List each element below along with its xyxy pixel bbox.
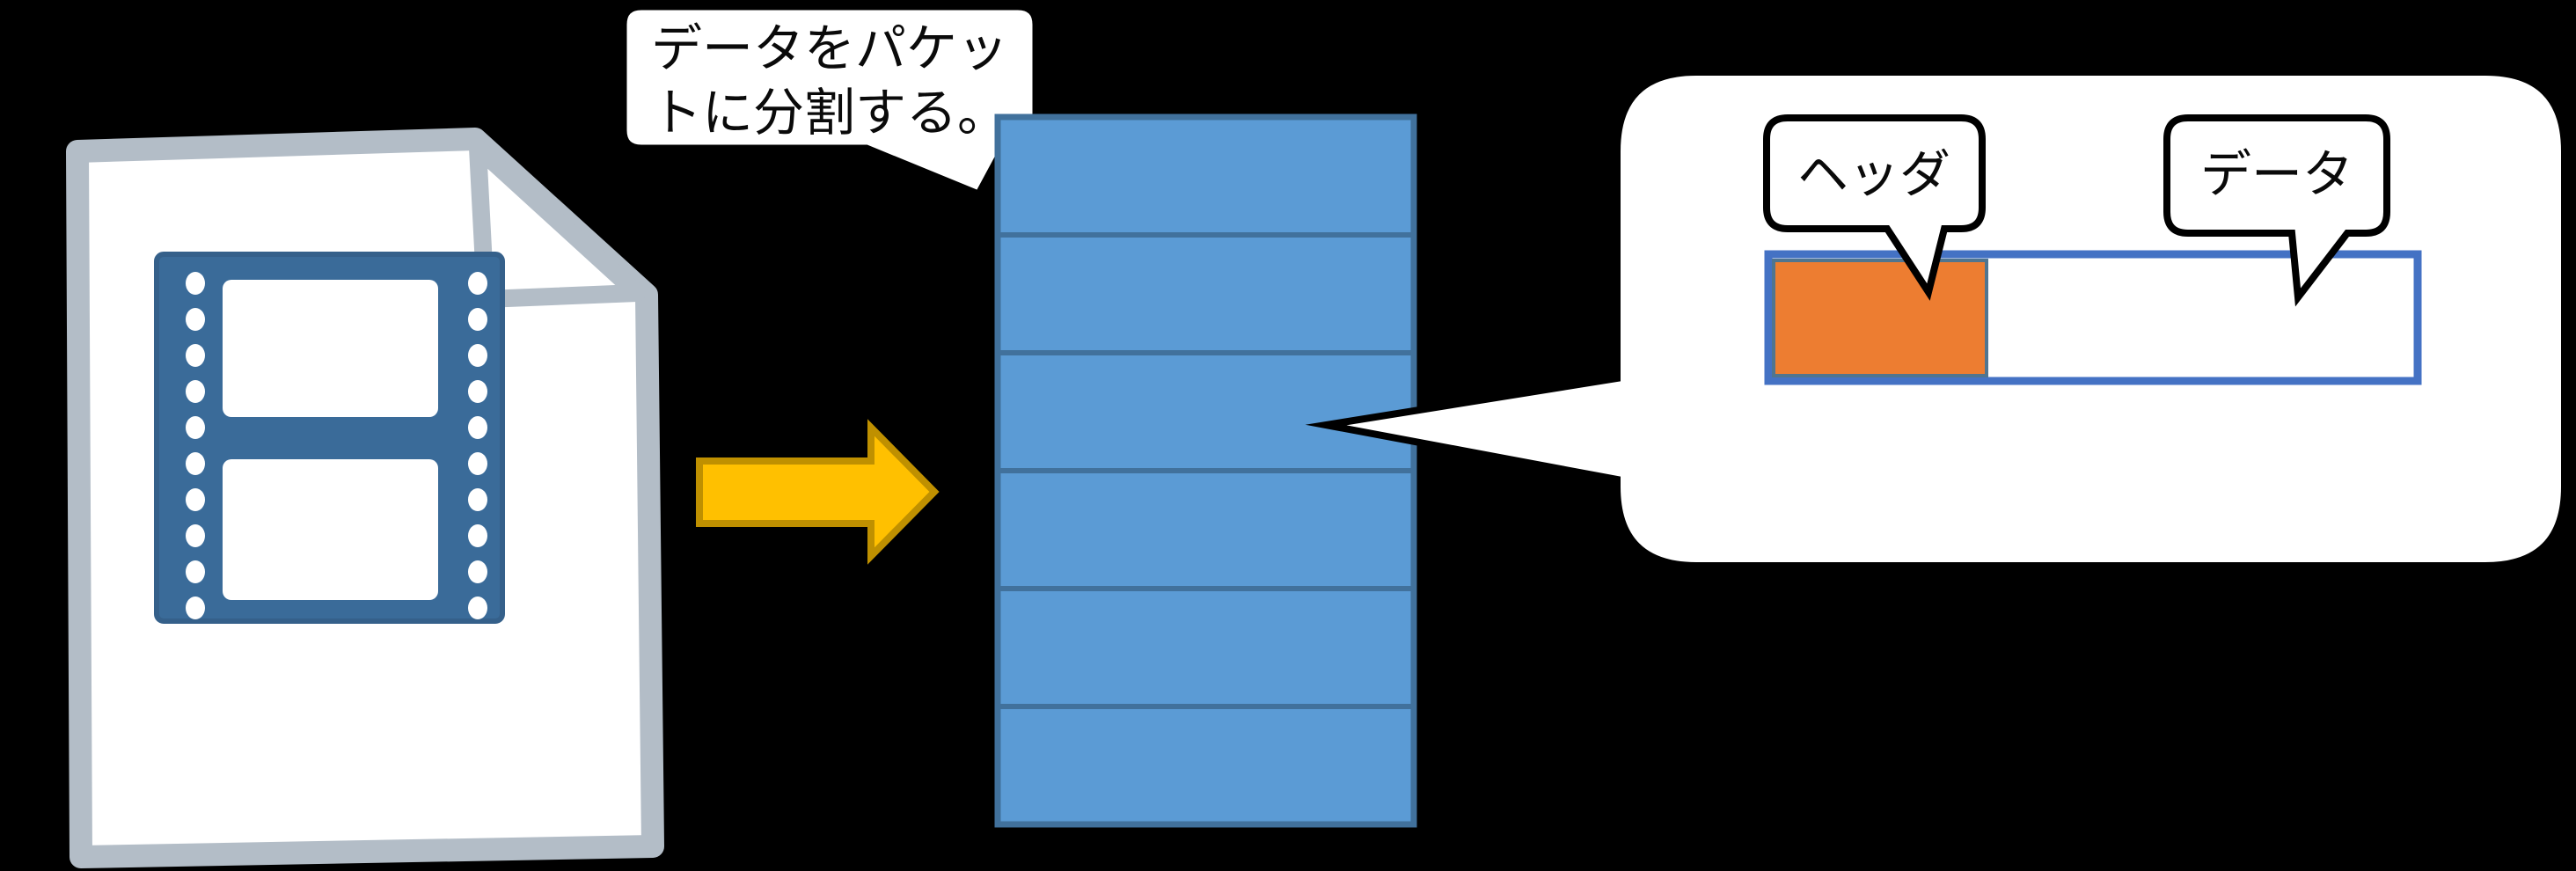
split-note-bubble: データをパケッ トに分割する。: [620, 4, 1039, 198]
file-fold-corner: [469, 139, 646, 308]
data-label-bubble-shape: [2163, 114, 2390, 307]
packet-stack: [994, 113, 1417, 828]
sprocket-hole: [186, 308, 205, 331]
sprocket-hole: [186, 272, 205, 295]
header-label-bubble: ヘッダ: [1763, 114, 1986, 301]
sprocket-hole: [468, 380, 487, 403]
sprocket-hole: [186, 380, 205, 403]
packet-dividers: [998, 232, 1414, 709]
transform-arrow-icon: [696, 419, 940, 565]
split-note-line2: トに分割する。: [651, 84, 1008, 142]
sprocket-hole: [468, 344, 487, 367]
sprocket-hole: [468, 416, 487, 439]
packet-header-section: [1772, 259, 1988, 377]
sprocket-hole: [186, 597, 205, 619]
packet-detail-callout: ヘッダ データ: [1305, 69, 2568, 569]
sprocket-hole: [186, 452, 205, 475]
sprocket-hole: [186, 560, 205, 583]
data-label-bubble: データ: [2163, 114, 2390, 307]
film-sprocket-holes: [186, 272, 487, 619]
film-frame-bottom: [223, 459, 438, 600]
sprocket-hole: [468, 524, 487, 547]
sprocket-hole: [186, 416, 205, 439]
sprocket-hole: [186, 344, 205, 367]
header-label: ヘッダ: [1797, 146, 1950, 203]
split-note-line1: データをパケッ: [651, 20, 1008, 77]
sprocket-hole: [468, 452, 487, 475]
sprocket-hole: [468, 488, 487, 511]
data-label: データ: [2200, 146, 2353, 203]
sprocket-hole: [186, 488, 205, 511]
header-label-bubble-shape: [1763, 114, 1986, 301]
film-frame-top: [223, 280, 438, 417]
sprocket-hole: [186, 524, 205, 547]
sprocket-hole: [468, 272, 487, 295]
sprocket-hole: [468, 308, 487, 331]
split-note-bubble-shape: [620, 4, 1039, 198]
video-file-icon: [66, 128, 664, 868]
sprocket-hole: [468, 560, 487, 583]
sprocket-hole: [468, 597, 487, 619]
